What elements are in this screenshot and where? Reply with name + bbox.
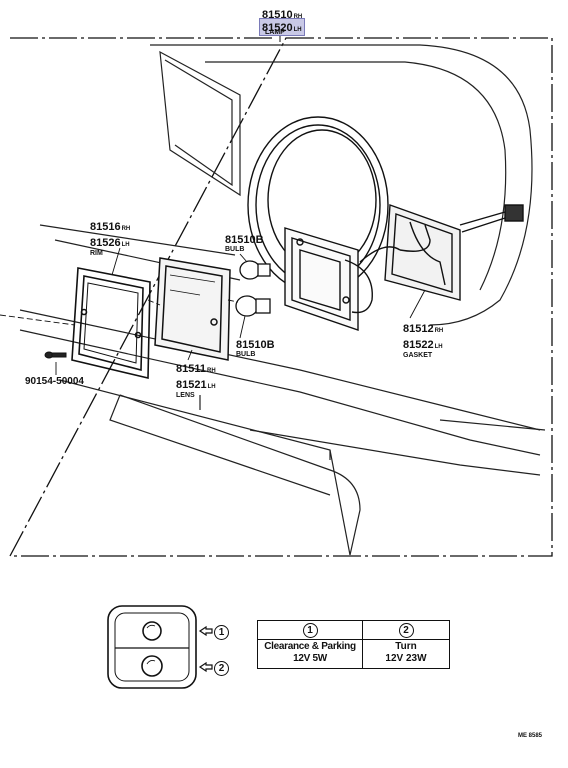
callout-rim[interactable]: 81516RH 81526LH RIM [90,218,131,258]
header-part-number-lh[interactable]: 81520LH [259,18,305,36]
part-name: GASKET [403,352,433,359]
part-number: 81520 [262,22,293,34]
cell-line: 12V 5W [293,653,327,664]
side-code: RH [434,328,444,334]
lens-shape [154,257,231,361]
circled-number: 2 [214,661,229,676]
part-number: 81510B [225,234,264,246]
side-code: LH [434,344,443,350]
inset-mark-2: 2 [214,659,229,676]
cell-line: Clearance & Parking [264,641,356,652]
table-cell: Turn 12V 23W [362,639,450,666]
part-name: BULB [236,351,256,358]
callout-lens[interactable]: 81511RH 81521LH LENS [176,360,216,400]
cell-line: Turn [395,641,417,652]
part-number: 81516 [90,221,121,233]
part-number: 81510B [236,339,275,351]
cell-line: 12V 23W [385,653,427,664]
part-number: 81526 [90,237,121,249]
diagram-code: ME 8585 [518,733,543,739]
table-header-row: 1 2 [257,620,450,640]
circled-number: 1 [214,625,229,640]
socket-base [359,204,524,301]
side-code: LH [207,384,216,390]
callout-bulb-bottom[interactable]: 81510B BULB [236,339,275,359]
diagram-frame [8,37,553,557]
callout-screw[interactable]: 90154-50004 [25,376,84,387]
table-header-cell: 2 [362,620,450,640]
vehicle-body [19,44,546,556]
header-part-name: LAMP [265,29,285,36]
table-cell: Clearance & Parking 12V 5W [257,639,363,666]
part-name: RIM [90,250,103,257]
part-number: 81512 [403,323,434,335]
part-name: BULB [225,246,245,253]
inset-lamp-face [107,605,197,689]
leader-lines [0,247,426,375]
rim-shape [71,267,151,380]
part-name: LENS [176,392,195,399]
part-number: 81510 [262,9,293,21]
side-code: LH [121,242,130,248]
table-row: Clearance & Parking 12V 5W Turn 12V 23W [257,639,450,666]
callout-gasket[interactable]: 81512RH 81522LH GASKET [403,320,444,360]
table-header-cell: 1 [257,620,363,640]
side-code: RH [121,226,131,232]
circled-number: 1 [302,622,318,638]
inset-mark-1: 1 [214,623,229,640]
side-code: RH [293,14,303,20]
side-code: RH [206,368,216,374]
side-code: LH [293,27,302,33]
part-number: 81522 [403,339,434,351]
inset-arrows [198,625,213,673]
circled-number: 2 [398,622,414,638]
lamp-body [284,227,373,331]
bulb-bottom-shape [235,295,271,317]
bulb-top-shape [239,260,271,280]
callout-bulb-top[interactable]: 81510B BULB [225,234,264,254]
part-number: 81511 [176,363,206,375]
header-part-number-rh: 81510RH [262,6,302,22]
screw-shape [44,351,67,359]
part-number: 81521 [176,379,207,391]
bulb-spec-table: 1 2 Clearance & Parking 12V 5W Turn 12V … [257,620,450,669]
